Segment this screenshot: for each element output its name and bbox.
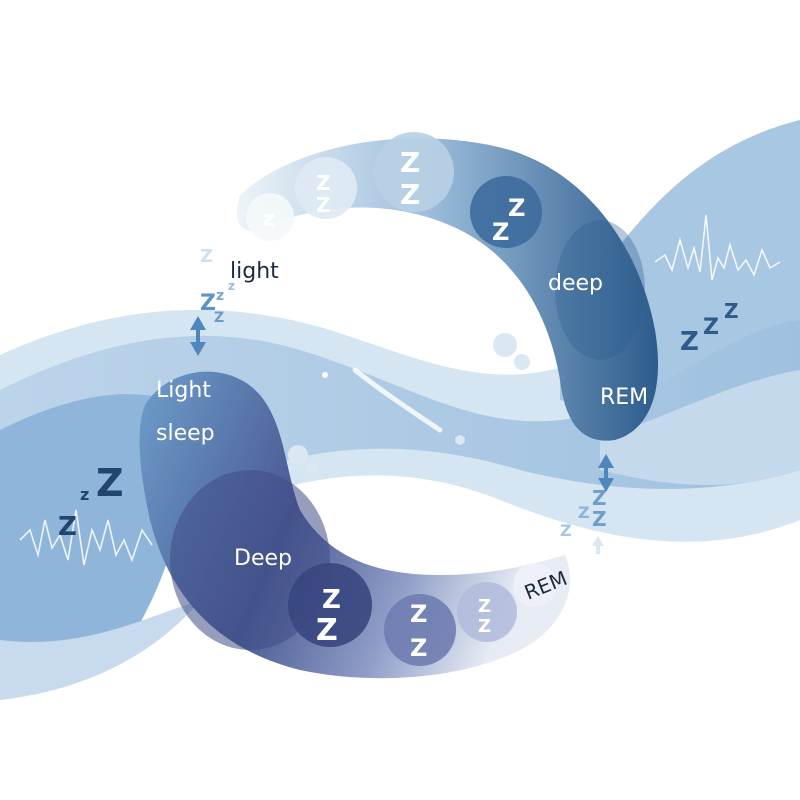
z-glyph-18: Z [214,310,224,326]
z-glyph-9: Z [316,613,338,648]
label-deep-bottom: Deep [234,546,292,571]
z-glyph-17: z [228,279,235,293]
decor-dots [288,333,530,474]
z-glyph-5: Z [400,178,420,211]
z-glyph-25: Z [592,486,607,510]
z-bubble-6 [384,594,456,666]
highlight-streak [352,367,443,433]
z-glyph-6: Z [508,194,525,222]
arrow-right-up [592,536,604,554]
z-glyph-15: Z [200,291,216,316]
z-glyph-27: Z [592,507,607,531]
arrow-left-double [190,316,206,356]
z-glyph-4: Z [400,146,420,179]
wave-right-lower [600,370,800,485]
z-glyph-20: Z [703,315,719,340]
waveform-right [654,214,781,281]
z-bubble-8 [513,563,557,607]
arrow-right-double [598,454,614,492]
z-glyph-24: Z [58,512,77,542]
z-glyph-13: Z [478,616,491,637]
z-glyph-12: Z [478,596,491,617]
z-glyph-22: z [80,485,89,504]
z-glyph-11: Z [410,634,427,662]
z-glyph-26: Z [578,503,590,522]
label-light-sleep-line1: Light [156,378,211,403]
bottom-band [139,371,570,679]
z-glyph-10: Z [410,600,427,628]
label-deep-top: deep [548,271,603,296]
z-glyph-21: Z [724,299,739,323]
z-glyph-7: Z [492,218,509,246]
z-bubble-3 [374,132,454,212]
top-band [236,132,659,441]
waveform-left [19,509,153,566]
wave-left [0,394,185,646]
z-bubble-4 [470,176,542,248]
z-glyph-14: Z [200,246,213,267]
z-glyph-16: z [216,288,224,304]
z-bubble-1 [246,193,294,241]
z-glyph-2: Z [316,171,331,195]
label-light-sleep-line2: sleep [156,421,215,446]
z-glyph-8: Z [322,585,341,615]
z-bubble-7 [457,582,517,642]
top-band-shape [236,138,659,441]
z-bubble-5 [288,563,372,647]
z-glyph-28: Z [560,521,572,540]
wave-lower [0,600,200,700]
label-light-top: light [230,259,279,284]
z-bubble-2 [295,157,357,219]
z-glyph-3: Z [316,193,331,217]
z-glyph-19: Z [680,327,699,357]
z-glyph-23: Z [96,461,124,505]
label-rem-top: REM [600,385,648,410]
top-band-inner-shade [555,220,645,360]
z-glyph-1: z [262,207,275,232]
